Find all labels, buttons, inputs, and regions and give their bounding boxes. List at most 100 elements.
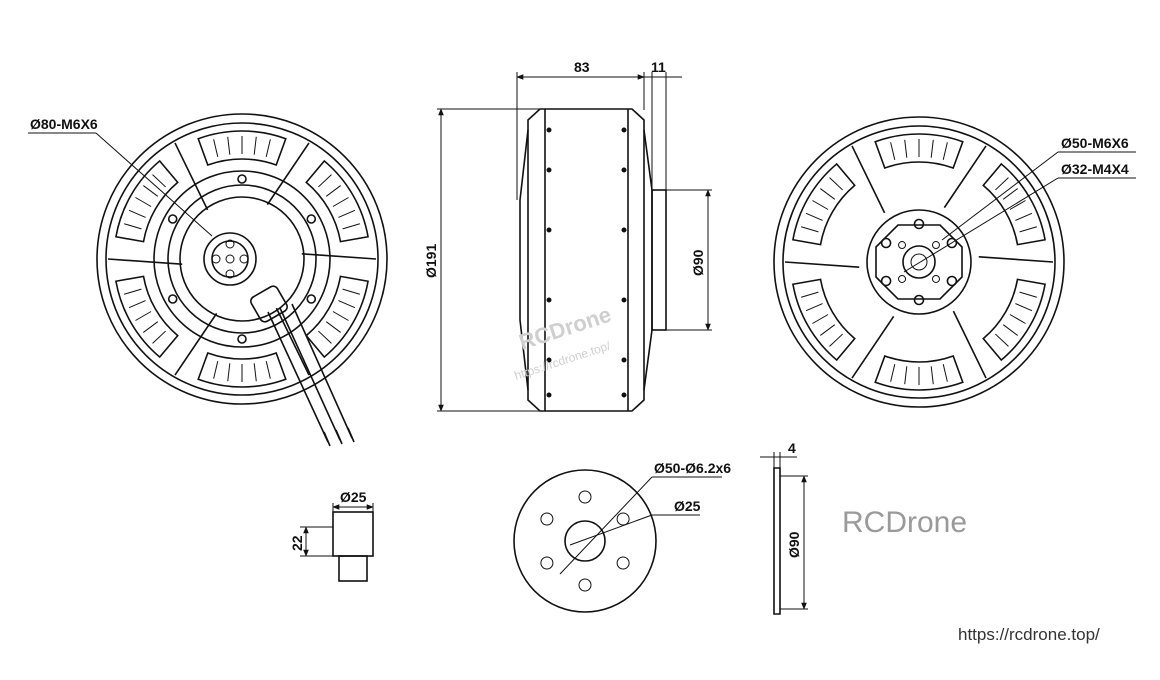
- cooling-slot: [874, 354, 964, 391]
- bolt-hole: [880, 275, 892, 287]
- cooling-fin: [124, 223, 142, 230]
- rivet: [546, 227, 552, 233]
- cooling-fin: [1015, 303, 1033, 312]
- front-view: Ø80-M6X6: [28, 113, 388, 447]
- cooling-fin: [995, 333, 1009, 347]
- cooling-fin: [265, 139, 271, 157]
- cooling-fin: [812, 200, 829, 210]
- flange-outer: [513, 469, 657, 613]
- motor-leads: [267, 303, 353, 443]
- cooling-slot: [792, 278, 856, 362]
- cooling-fin: [124, 288, 142, 295]
- front-stator-ring: [153, 170, 331, 348]
- bolt-hole: [946, 275, 958, 287]
- bolt-hole: [913, 294, 925, 306]
- spoke-line: [978, 255, 1054, 263]
- cooling-fin: [128, 209, 146, 218]
- shaft-end-len: 22: [289, 535, 305, 551]
- cooling-fin: [135, 197, 152, 207]
- rear-bolt-holes: [880, 218, 958, 306]
- rivet: [546, 392, 552, 398]
- cooling-slot: [305, 159, 369, 243]
- flange-hole: [540, 512, 554, 526]
- cooling-slot: [792, 162, 856, 246]
- rivet: [546, 127, 552, 133]
- cooling-fin: [342, 288, 360, 295]
- cooling-fin: [812, 314, 829, 324]
- cooling-fin: [805, 212, 823, 221]
- dim-191: Ø191: [423, 244, 439, 278]
- cooling-fin: [801, 291, 819, 298]
- cooling-fin: [318, 174, 332, 188]
- cooling-fin: [318, 330, 332, 344]
- cooling-fin: [213, 361, 219, 379]
- cooling-fin: [801, 226, 819, 233]
- cable-gland: [250, 285, 288, 323]
- front-small-hole: [225, 254, 235, 264]
- bolt-hole: [931, 241, 940, 250]
- footer-url: https://rcdrone.top/: [958, 625, 1100, 644]
- cooling-fin: [253, 363, 257, 382]
- flange-label-leader: [559, 476, 653, 575]
- front-center-boss: [203, 232, 257, 286]
- cooling-fin: [930, 139, 934, 158]
- rear-view: Ø50-M6X6 Ø32-M4X4: [773, 116, 1136, 408]
- spoke-line: [174, 142, 209, 211]
- cooling-fin: [227, 363, 231, 382]
- flange-hole: [616, 512, 630, 526]
- flange-hole: [616, 556, 630, 570]
- rivet: [546, 357, 552, 363]
- cooling-fin: [890, 364, 896, 382]
- bolt-hole: [237, 174, 247, 184]
- cooling-fin: [338, 209, 356, 218]
- rear-spokes: [784, 145, 1054, 379]
- bolt-hole: [880, 237, 892, 249]
- flange-holes: [540, 490, 630, 592]
- cooling-fin: [135, 311, 152, 321]
- bolt-hole: [931, 274, 940, 283]
- rivet: [621, 227, 627, 233]
- bolt-hole: [237, 334, 247, 344]
- cooling-fin: [152, 174, 166, 188]
- cooling-fin: [338, 300, 356, 309]
- cooling-fin: [942, 142, 948, 160]
- cooling-slot: [197, 130, 287, 167]
- flange-bore: [564, 520, 606, 562]
- shaft-end-stub: [338, 555, 368, 582]
- front-spokes: [107, 142, 377, 376]
- front-bolt-holes: [167, 174, 317, 344]
- spoke-line: [851, 145, 886, 214]
- cooling-fin: [253, 136, 257, 155]
- plate-detail: 4 Ø90: [760, 440, 808, 615]
- spoke-line: [266, 142, 310, 206]
- cooling-slot: [115, 159, 179, 243]
- front-inner-rim: [105, 122, 379, 396]
- rear-hub-plate: [875, 224, 963, 300]
- cooling-fin: [1009, 314, 1026, 324]
- cooling-fin: [325, 185, 341, 197]
- shaft-end-body: [332, 511, 374, 557]
- cooling-fin: [904, 139, 908, 158]
- spoke-line: [275, 307, 310, 376]
- shaft-end-detail: Ø25 22: [289, 489, 374, 582]
- spoke-line: [851, 315, 895, 379]
- rivet: [621, 127, 627, 133]
- cooling-slot: [115, 275, 179, 359]
- cooling-fin: [820, 324, 836, 336]
- rear-hub-ring: [866, 209, 972, 315]
- cooling-fin: [1009, 200, 1026, 210]
- rear-inner-rim: [782, 125, 1056, 399]
- flange-hole: [540, 556, 554, 570]
- cooling-fin: [904, 366, 908, 385]
- cooling-fin: [128, 300, 146, 309]
- bolt-hole: [167, 294, 178, 304]
- cooling-fin: [332, 197, 349, 207]
- front-small-hole: [225, 239, 235, 249]
- side-view: 83 11 Ø191 Ø90 RCDrone https://rcdrone.t…: [423, 59, 712, 412]
- rivet: [621, 392, 627, 398]
- cooling-fin: [342, 223, 360, 230]
- cooling-fin: [1002, 324, 1018, 336]
- cooling-fin: [332, 311, 349, 321]
- cooling-fin: [930, 366, 934, 385]
- side-body: [527, 108, 645, 412]
